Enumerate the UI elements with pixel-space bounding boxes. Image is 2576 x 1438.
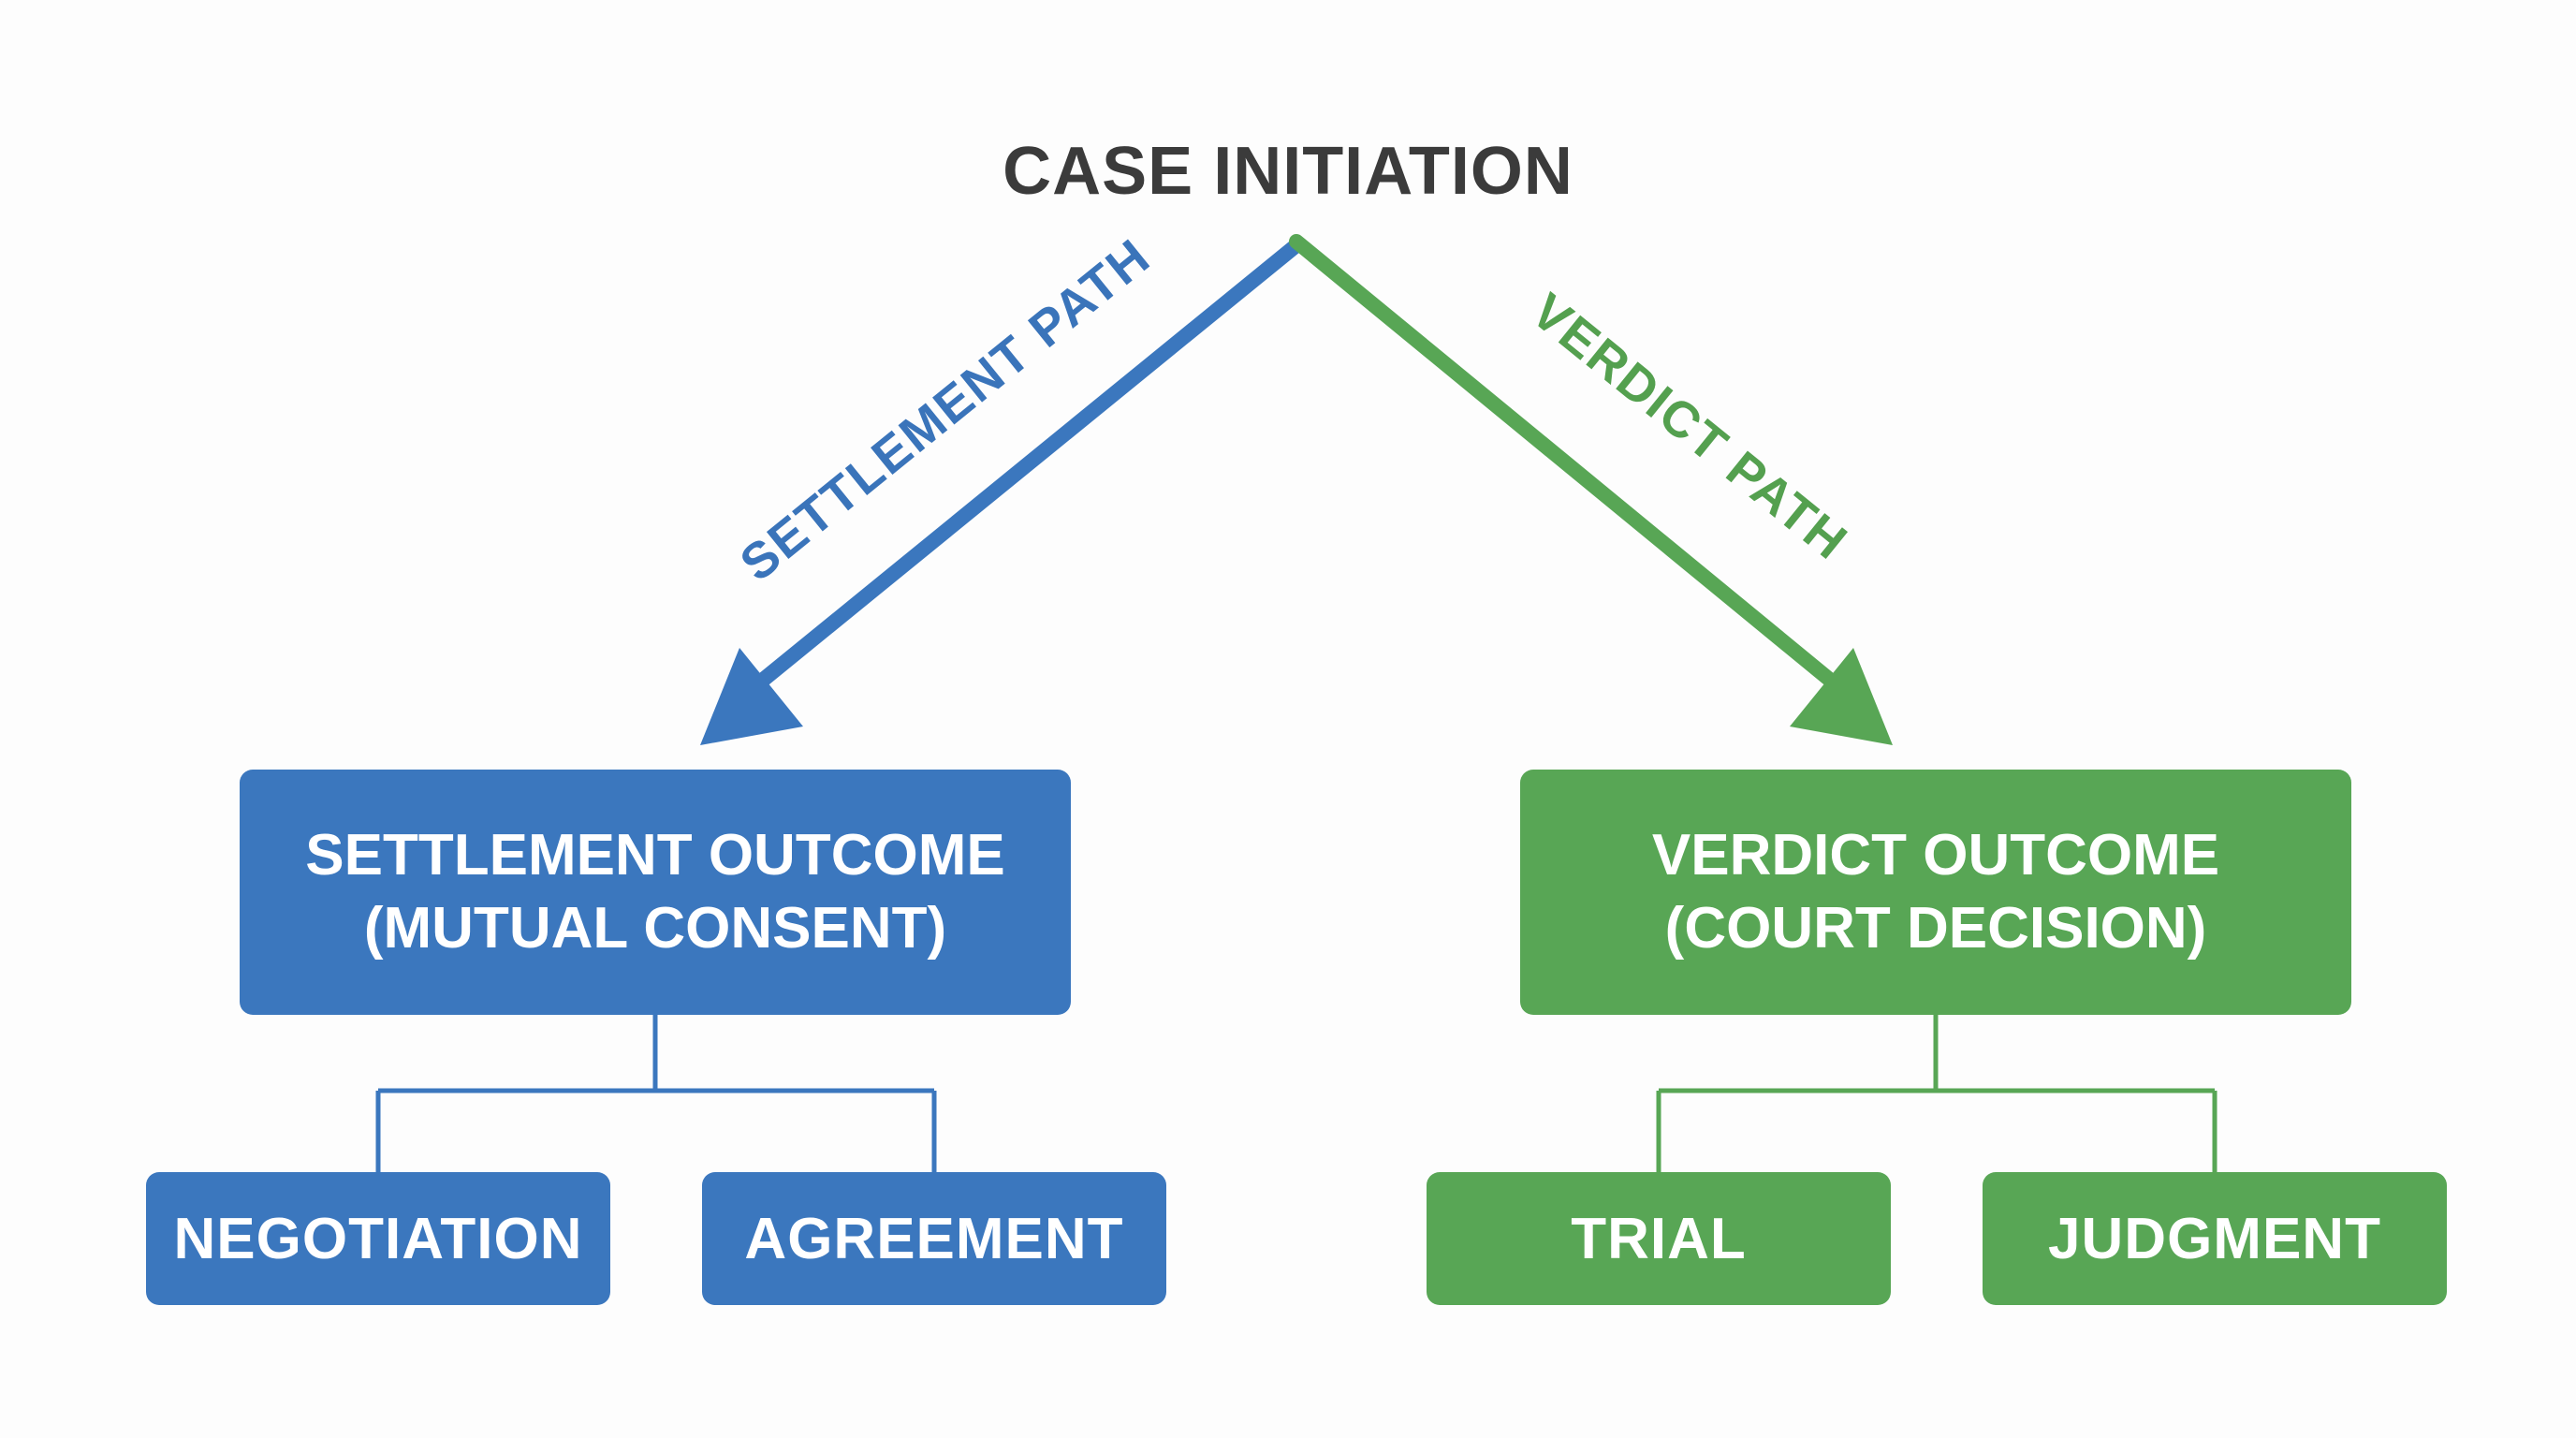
verdict-outcome-box: VERDICT OUTCOME (COURT DECISION) — [1520, 770, 2351, 1015]
settlement-arrow — [700, 238, 1304, 745]
settlement-tree-connector — [375, 1015, 937, 1172]
negotiation-box: NEGOTIATION — [146, 1172, 610, 1305]
trial-box: TRIAL — [1427, 1172, 1891, 1305]
case-initiation-title: CASE INITIATION — [1003, 134, 1573, 209]
verdict-arrow — [1289, 234, 1893, 745]
settlement-outcome-box: SETTLEMENT OUTCOME (MUTUAL CONSENT) — [240, 770, 1071, 1015]
settlement-outcome-title: SETTLEMENT OUTCOME — [305, 823, 1005, 888]
settlement-outcome-subtitle: (MUTUAL CONSENT) — [363, 896, 947, 961]
verdict-outcome-subtitle: (COURT DECISION) — [1664, 896, 2207, 961]
judgment-box: JUDGMENT — [1983, 1172, 2447, 1305]
verdict-outcome-title: VERDICT OUTCOME — [1651, 823, 2220, 888]
verdict-tree-connector — [1656, 1015, 2217, 1172]
agreement-box: AGREEMENT — [702, 1172, 1166, 1305]
